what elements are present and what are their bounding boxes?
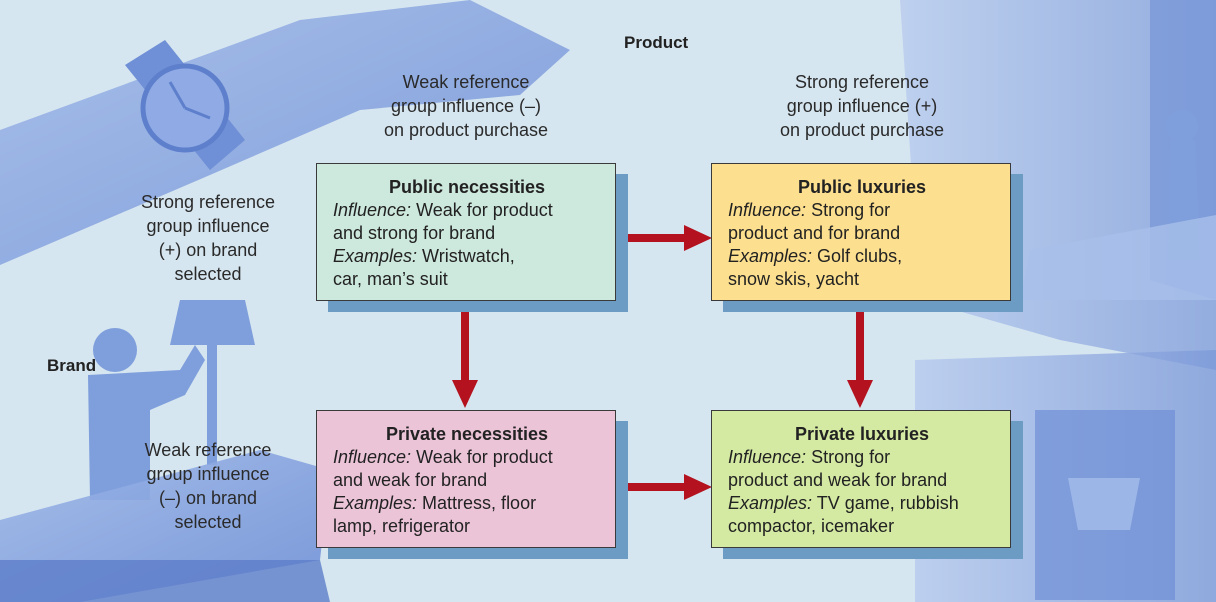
examples-label: Examples: xyxy=(728,246,813,266)
arrow-right-top xyxy=(616,225,712,251)
weak-product-influence-label: Weak reference group influence (–) on pr… xyxy=(383,72,549,140)
examples-label: Examples: xyxy=(333,493,418,513)
influence-label: Influence: xyxy=(333,447,412,467)
influence-label: Influence: xyxy=(728,447,807,467)
private-luxuries-box: Private luxuries Influence: Strong for p… xyxy=(711,410,1011,548)
slope-shape xyxy=(1020,215,1216,300)
weak-brand-influence-label: Weak reference group influence (–) on br… xyxy=(144,440,272,532)
arrow-down-left xyxy=(452,308,478,408)
strong-product-influence-label: Strong reference group influence (+) on … xyxy=(779,72,945,140)
person-head-icon xyxy=(93,328,137,372)
ice-bucket-icon xyxy=(1068,478,1140,530)
private-necessities-box: Private necessities Influence: Weak for … xyxy=(316,410,616,548)
lamp-shade-icon xyxy=(170,300,255,345)
influence-label: Influence: xyxy=(728,200,807,220)
public-luxuries-box: Public luxuries Influence: Strong for pr… xyxy=(711,163,1011,301)
brand-axis-title: Brand xyxy=(47,356,97,375)
examples-label: Examples: xyxy=(728,493,813,513)
public-necessities-title: Public necessities xyxy=(388,177,546,197)
strong-brand-influence-label: Strong reference group influence (+) on … xyxy=(140,192,276,284)
arm-shape xyxy=(0,0,570,265)
examples-label: Examples: xyxy=(333,246,418,266)
arrow-down-right xyxy=(847,308,873,408)
product-axis-title: Product xyxy=(624,33,689,52)
public-luxuries-title: Public luxuries xyxy=(797,177,927,197)
arrow-right-bottom xyxy=(616,474,712,500)
private-luxuries-title: Private luxuries xyxy=(794,424,930,444)
public-necessities-box: Public necessities Influence: Weak for p… xyxy=(316,163,616,301)
private-necessities-title: Private necessities xyxy=(385,424,549,444)
golfer-head-icon xyxy=(1166,110,1198,142)
influence-label: Influence: xyxy=(333,200,412,220)
